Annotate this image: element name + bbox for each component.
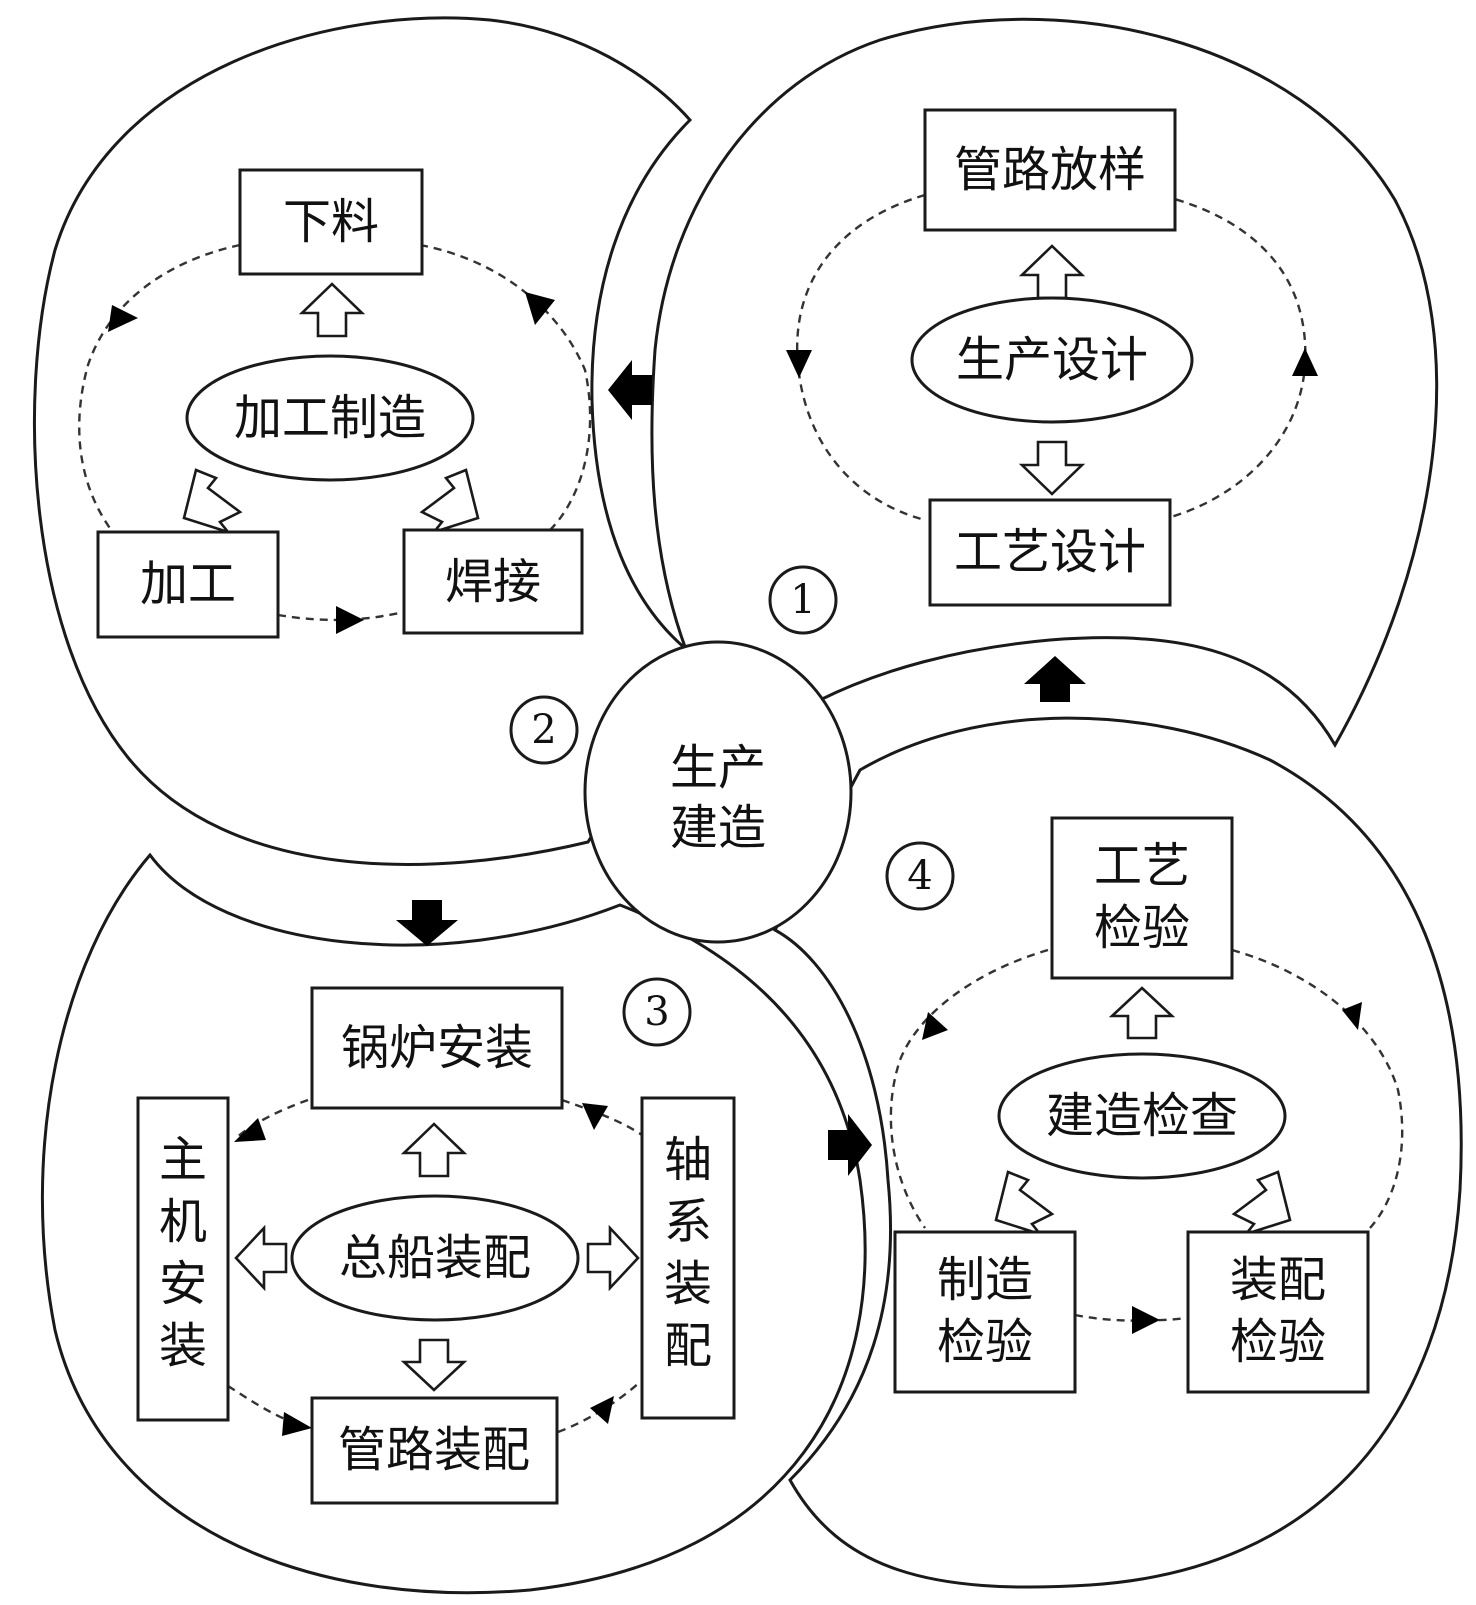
dashed-cycle-arrow-icon bbox=[1132, 1306, 1160, 1334]
hollow-arrow-icon bbox=[298, 282, 366, 338]
hollow-arrow-icon bbox=[234, 1224, 288, 1292]
stage3-cycle-tl bbox=[235, 1098, 309, 1139]
stage2-hub-ellipse bbox=[185, 354, 475, 482]
stage4-hub-label: 建造检查 bbox=[1046, 1088, 1238, 1144]
hollow-arrow-icon bbox=[1231, 1170, 1292, 1237]
stage2-hub-label: 加工制造 bbox=[234, 390, 426, 446]
stage3-left-box bbox=[136, 1096, 230, 1422]
stage3-right-box bbox=[640, 1096, 736, 1420]
stage3-number: 3 bbox=[644, 989, 669, 1035]
stage3-right-char: 配 bbox=[664, 1318, 712, 1374]
dashed-cycle-arrow-icon bbox=[1292, 348, 1318, 376]
stage4-top-label-line2: 检验 bbox=[1094, 900, 1190, 956]
hollow-arrow-icon bbox=[586, 1224, 640, 1292]
stage3-right-char: 系 bbox=[664, 1194, 712, 1250]
dashed-cycle-arrow-icon bbox=[336, 606, 364, 634]
stage3-left-char: 机 bbox=[159, 1194, 207, 1250]
hollow-arrow-icon bbox=[1018, 244, 1086, 300]
stage1-bottom-label: 工艺设计 bbox=[954, 524, 1146, 580]
stage1-number: 1 bbox=[790, 577, 815, 623]
solid-arrow-icon bbox=[828, 1114, 872, 1176]
hollow-arrow-icon bbox=[1018, 440, 1086, 496]
stage4-left-label-line2: 检验 bbox=[937, 1314, 1033, 1370]
stage3-hub-label: 总船装配 bbox=[339, 1230, 531, 1286]
stage3-top-label: 锅炉安装 bbox=[341, 1020, 533, 1076]
stage4-cycle-left bbox=[889, 948, 1049, 1229]
stage4-number-circle bbox=[885, 841, 955, 911]
dashed-cycle-arrow-icon bbox=[786, 350, 812, 378]
solid-arrow-icon bbox=[396, 900, 458, 946]
stage3-left-char: 安 bbox=[159, 1256, 207, 1312]
stage2-number: 2 bbox=[531, 707, 556, 753]
stage4-group: 工艺 检验 建造检查 制造 检验 装配 检验 4 bbox=[885, 816, 1404, 1394]
stage3-bottom-label: 管路装配 bbox=[338, 1422, 530, 1478]
stage2-group: 下料 加工制造 加工 焊接 2 bbox=[78, 168, 592, 765]
stage3-left-char: 装 bbox=[159, 1318, 207, 1374]
dashed-cycle-arrow-icon bbox=[1342, 1002, 1362, 1030]
stage4-top-box bbox=[1050, 816, 1234, 980]
stage2-top-label: 下料 bbox=[283, 194, 379, 250]
stage1-bottom-box bbox=[928, 498, 1172, 607]
stage4-right-label-line2: 检验 bbox=[1230, 1314, 1326, 1370]
stage2-right-label: 焊接 bbox=[445, 554, 541, 610]
stage2-top-box bbox=[238, 168, 424, 276]
stage4-top-label-line1: 工艺 bbox=[1094, 838, 1190, 894]
stage3-right-char: 轴 bbox=[664, 1132, 712, 1188]
stage2-cycle-right bbox=[419, 243, 592, 531]
stage1-top-label: 管路放样 bbox=[954, 142, 1146, 198]
stage4-right-label-line1: 装配 bbox=[1230, 1252, 1326, 1308]
stage2-left-label: 加工 bbox=[140, 556, 236, 612]
dashed-cycle-arrow-icon bbox=[525, 292, 555, 325]
hollow-arrow-icon bbox=[400, 1338, 468, 1392]
hollow-arrow-icon bbox=[400, 1122, 468, 1178]
hollow-arrow-icon bbox=[994, 1170, 1055, 1237]
stage3-right-char: 装 bbox=[664, 1256, 712, 1312]
center-circle bbox=[583, 640, 853, 944]
stage4-right-box bbox=[1186, 1230, 1370, 1394]
stage3-bottom-box bbox=[310, 1396, 559, 1505]
stage1-cycle-left bbox=[795, 193, 926, 522]
stage1-number-circle bbox=[768, 565, 838, 635]
stage4-left-box bbox=[893, 1230, 1077, 1394]
hollow-arrow-icon bbox=[419, 468, 480, 535]
stage4-number: 4 bbox=[907, 853, 932, 899]
dashed-cycle-arrow-icon bbox=[108, 305, 138, 332]
hollow-arrow-icon bbox=[182, 468, 243, 535]
stage3-top-box bbox=[310, 986, 564, 1110]
stage1-hub-ellipse bbox=[910, 296, 1194, 424]
stage1-top-box bbox=[923, 108, 1177, 232]
stage2-number-circle bbox=[509, 695, 579, 765]
solid-arrow-icon bbox=[1024, 656, 1086, 702]
stage4-hub-ellipse bbox=[997, 1052, 1287, 1180]
stage1-hub-label: 生产设计 bbox=[956, 332, 1148, 388]
stage4-cycle-bottom bbox=[1074, 1313, 1189, 1322]
dashed-cycle-arrow-icon bbox=[234, 1118, 266, 1142]
stage4-left-label-line1: 制造 bbox=[937, 1252, 1033, 1308]
stage3-left-char: 主 bbox=[159, 1132, 207, 1188]
stage3-cycle-tr bbox=[561, 1098, 643, 1136]
center-label-line2: 建造 bbox=[670, 800, 766, 856]
dashed-cycle-arrow-icon bbox=[922, 1012, 948, 1040]
stage3-group: 锅炉安装 总船装配 管路装配 主 机 安 装 轴 系 装 配 3 bbox=[136, 977, 736, 1505]
dashed-cycle-arrow-icon bbox=[590, 1396, 614, 1424]
solid-arrow-icon bbox=[608, 360, 652, 420]
stage3-cycle-bl bbox=[227, 1384, 309, 1430]
stage3-hub-ellipse bbox=[290, 1194, 580, 1322]
hollow-arrow-icon bbox=[1108, 986, 1176, 1040]
stage2-right-box bbox=[402, 528, 584, 635]
stage3-cycle-br bbox=[557, 1381, 641, 1434]
stage3-number-circle bbox=[622, 977, 692, 1047]
dashed-cycle-arrow-icon bbox=[582, 1103, 608, 1130]
dashed-cycle-arrow-icon bbox=[282, 1412, 312, 1436]
stage1-group: 管路放样 生产设计 工艺设计 1 bbox=[768, 108, 1318, 635]
center-label-line1: 生产 bbox=[670, 740, 766, 796]
stage2-cycle-left bbox=[78, 243, 241, 536]
stage2-left-box bbox=[96, 530, 280, 639]
stage4-cycle-right bbox=[1231, 948, 1404, 1229]
